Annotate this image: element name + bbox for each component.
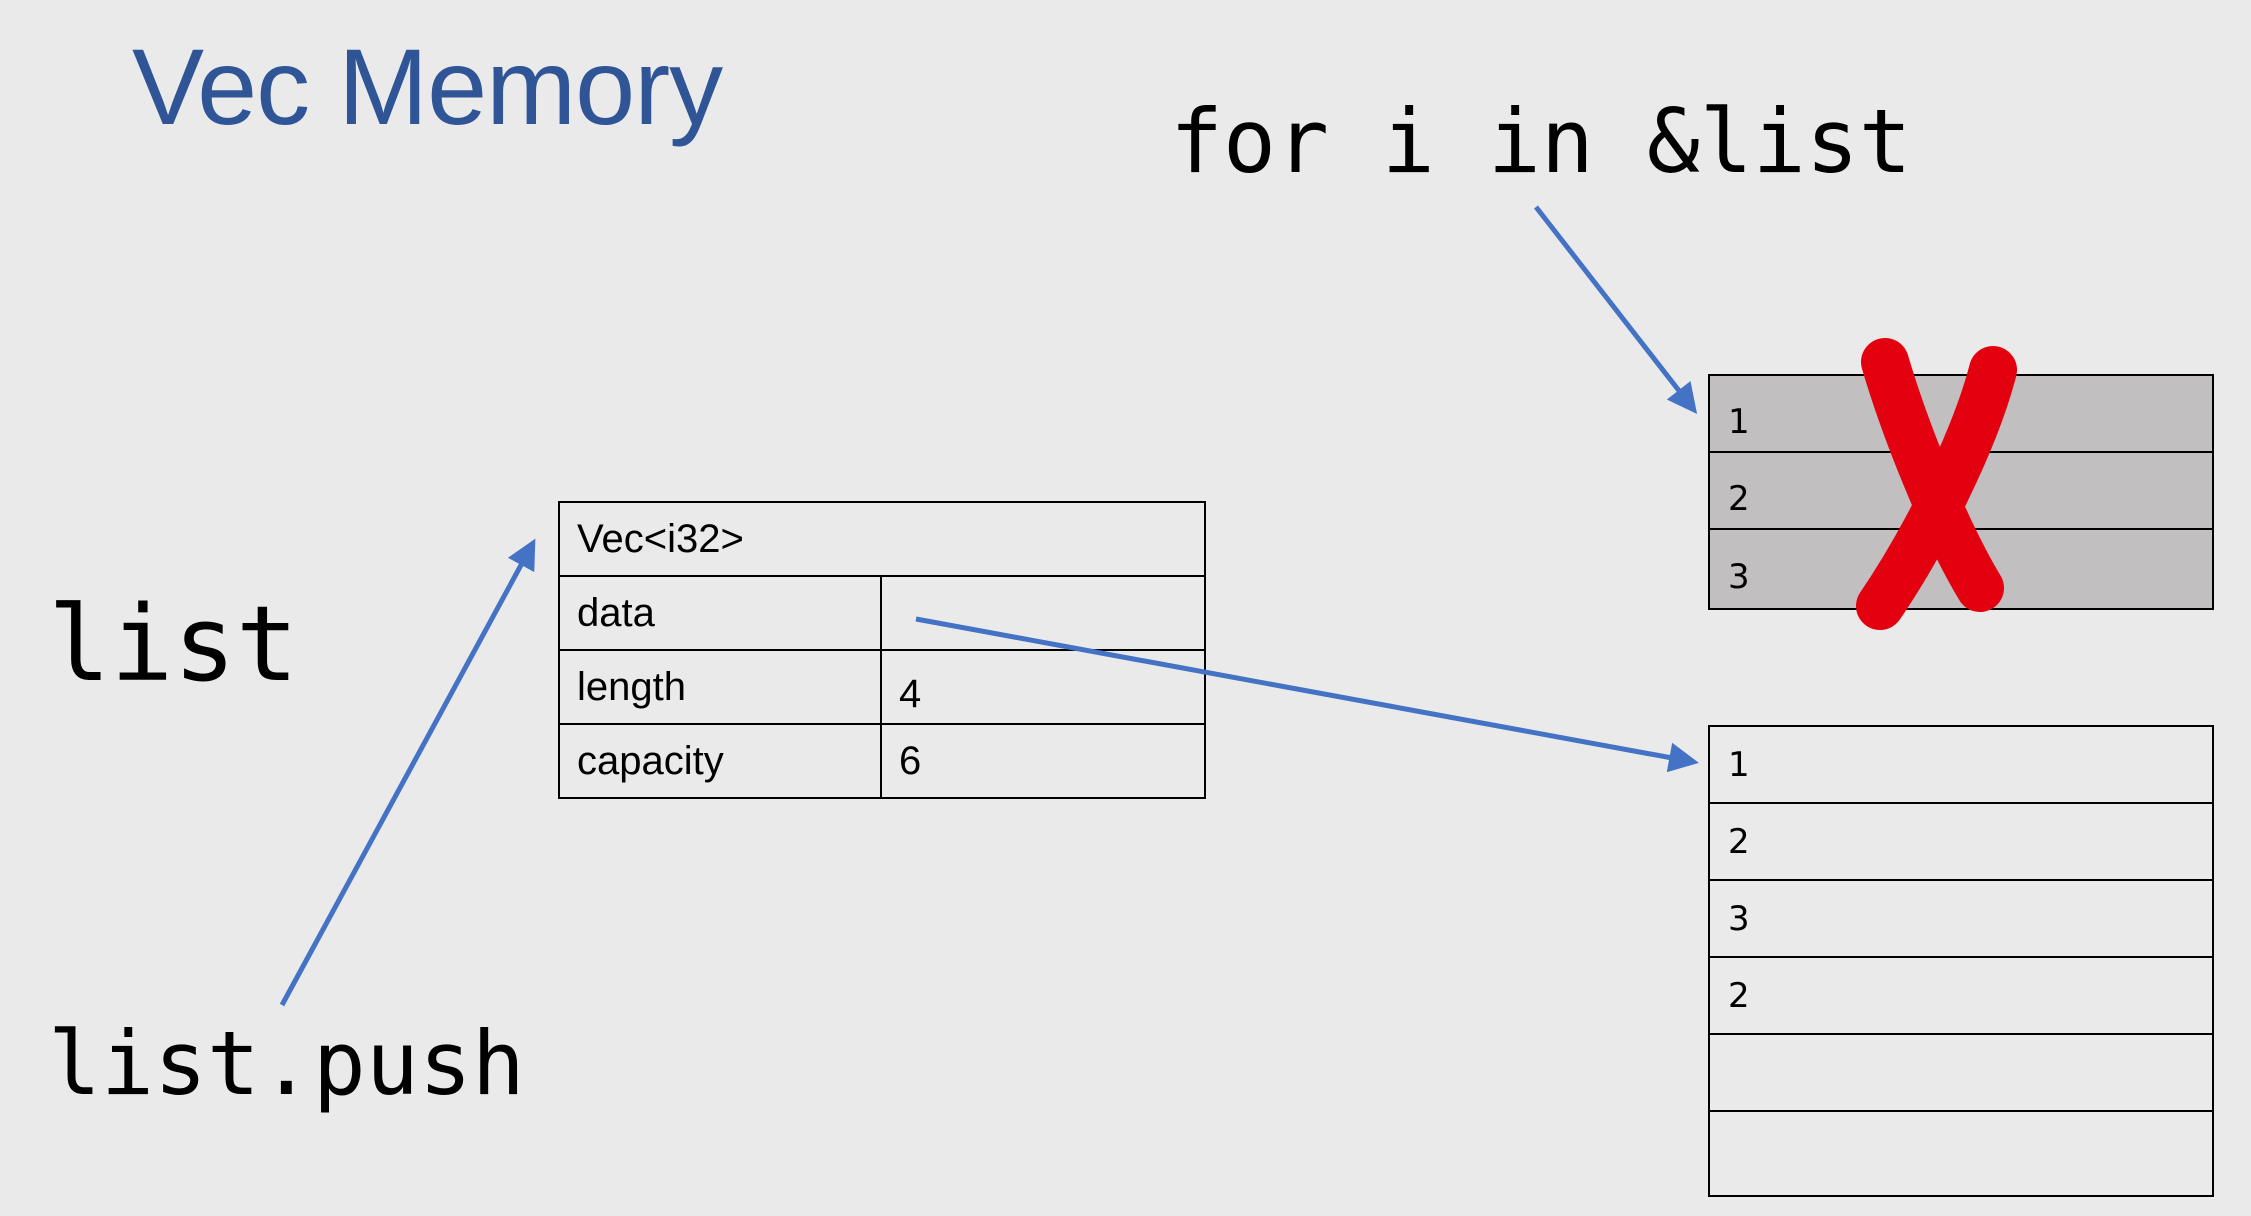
new-buffer-cell: 2 xyxy=(1710,958,2212,1035)
new-buffer-cell: 2 xyxy=(1710,804,2212,881)
vec-struct-table: Vec<i32> data length 4 capacity 6 xyxy=(558,501,1206,799)
new-buffer-cell xyxy=(1710,1035,2212,1112)
invalidated-cross-icon xyxy=(1856,338,2017,630)
field-data-label: data xyxy=(558,575,882,651)
vec-struct-row-length: length 4 xyxy=(558,649,1206,725)
new-heap-buffer: 1 2 3 2 xyxy=(1708,725,2214,1197)
list-push-code: list.push xyxy=(48,1012,525,1115)
field-length-label: length xyxy=(558,649,882,725)
slide-title: Vec Memory xyxy=(132,26,723,147)
arrow-for-loop-to-old-buffer xyxy=(1534,205,1698,414)
vec-struct-header: Vec<i32> xyxy=(558,501,1206,577)
vec-struct-header-row: Vec<i32> xyxy=(558,501,1206,577)
field-capacity-value: 6 xyxy=(880,723,1206,799)
arrow-push-to-vec xyxy=(279,538,536,1007)
for-loop-code: for i in &list xyxy=(1170,90,1912,193)
new-buffer-cell: 1 xyxy=(1710,727,2212,804)
vec-struct-row-capacity: capacity 6 xyxy=(558,723,1206,799)
field-capacity-label: capacity xyxy=(558,723,882,799)
list-variable-code: list xyxy=(48,583,299,705)
vec-struct-row-data: data xyxy=(558,575,1206,651)
old-buffer-cell: 3 xyxy=(1728,556,1750,597)
new-buffer-cell: 3 xyxy=(1710,881,2212,958)
arrow-data-to-new-buffer xyxy=(915,616,1699,773)
field-data-value xyxy=(880,575,1206,651)
